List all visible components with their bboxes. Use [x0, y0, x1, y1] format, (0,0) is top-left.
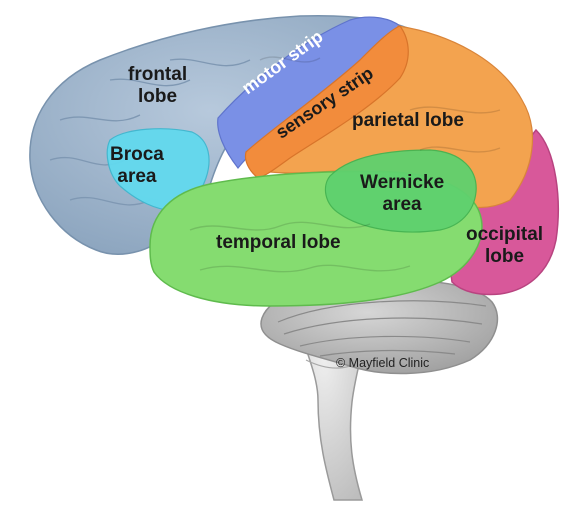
- label-wernicke-area: Wernicke area: [360, 172, 444, 217]
- label-parietal-lobe: parietal lobe: [352, 110, 464, 132]
- copyright-credit: © Mayfield Clinic: [336, 356, 429, 370]
- label-frontal-lobe: frontal lobe: [128, 64, 187, 109]
- label-broca-area: Broca area: [110, 144, 164, 189]
- label-temporal-lobe: temporal lobe: [216, 232, 341, 254]
- label-occipital-lobe: occipital lobe: [466, 224, 543, 269]
